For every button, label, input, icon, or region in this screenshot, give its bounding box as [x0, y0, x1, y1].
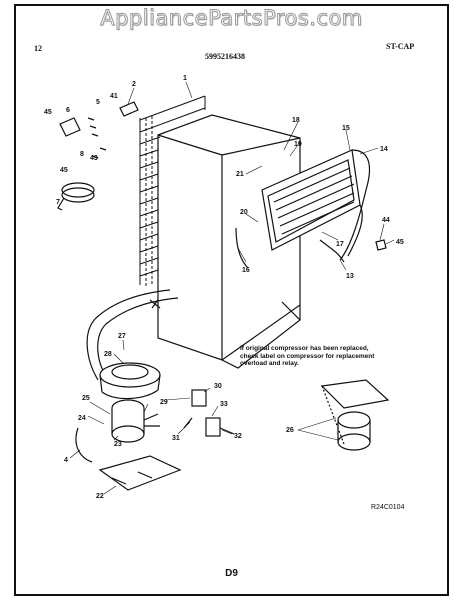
- callout-18: 18: [292, 117, 300, 124]
- callout-13: 13: [346, 273, 354, 280]
- callout-20: 20: [240, 209, 248, 216]
- callout-25: 25: [82, 395, 90, 402]
- tubing: [86, 227, 249, 381]
- callout-31: 31: [172, 435, 180, 442]
- mounting-rail: [75, 427, 182, 491]
- callout-6: 6: [66, 107, 70, 114]
- header-left: 12: [34, 44, 42, 53]
- callout-41: 41: [110, 93, 118, 100]
- callout-44: 44: [382, 217, 390, 224]
- callout-33: 33: [220, 401, 228, 408]
- replacement-compressor: [320, 379, 390, 451]
- leader-lines: [69, 81, 395, 495]
- callout-14: 14: [380, 146, 388, 153]
- hinge-brackets: [59, 101, 387, 251]
- callout-45b: 45: [60, 167, 68, 174]
- callout-43: 43: [90, 155, 98, 162]
- drawing-code: R24C0104: [371, 504, 405, 511]
- callout-1: 1: [183, 75, 187, 82]
- header-right: ST-CAP: [386, 42, 415, 51]
- relay-overload: [183, 389, 235, 437]
- callout-45a: 45: [44, 109, 52, 116]
- drain-pan: [99, 362, 161, 400]
- power-cord: [57, 182, 95, 211]
- callout-22: 22: [96, 493, 104, 500]
- callout-19: 19: [294, 141, 302, 148]
- evaporator: [261, 149, 371, 263]
- callout-21: 21: [236, 171, 244, 178]
- callout-45c: 45: [396, 239, 404, 246]
- callout-28: 28: [104, 351, 112, 358]
- callout-7: 7: [56, 199, 60, 206]
- callout-17: 17: [336, 241, 344, 248]
- callout-15: 15: [342, 125, 350, 132]
- callout-24: 24: [78, 415, 86, 422]
- cabinet: [157, 114, 301, 369]
- compressor-note: If original compressor has been replaced…: [240, 345, 375, 367]
- callout-29: 29: [160, 399, 168, 406]
- callout-5: 5: [96, 99, 100, 106]
- callout-16: 16: [242, 267, 250, 274]
- header-center: 5995216438: [205, 52, 245, 61]
- watermark: AppliancePartsPros.com: [100, 6, 363, 31]
- callout-labels: 1 2 4 5 6 7 8 13 14 15 16 17 18 19 20 21…: [44, 75, 404, 500]
- page-number: D9: [225, 568, 238, 579]
- condenser-coil: [139, 95, 206, 286]
- callout-26: 26: [286, 427, 294, 434]
- callout-2: 2: [132, 81, 136, 88]
- callout-27: 27: [118, 333, 126, 340]
- compressor: [111, 399, 160, 443]
- callout-8: 8: [80, 151, 84, 158]
- callout-4: 4: [64, 457, 68, 464]
- callout-30: 30: [214, 383, 222, 390]
- callout-32: 32: [234, 433, 242, 440]
- callout-23: 23: [114, 441, 122, 448]
